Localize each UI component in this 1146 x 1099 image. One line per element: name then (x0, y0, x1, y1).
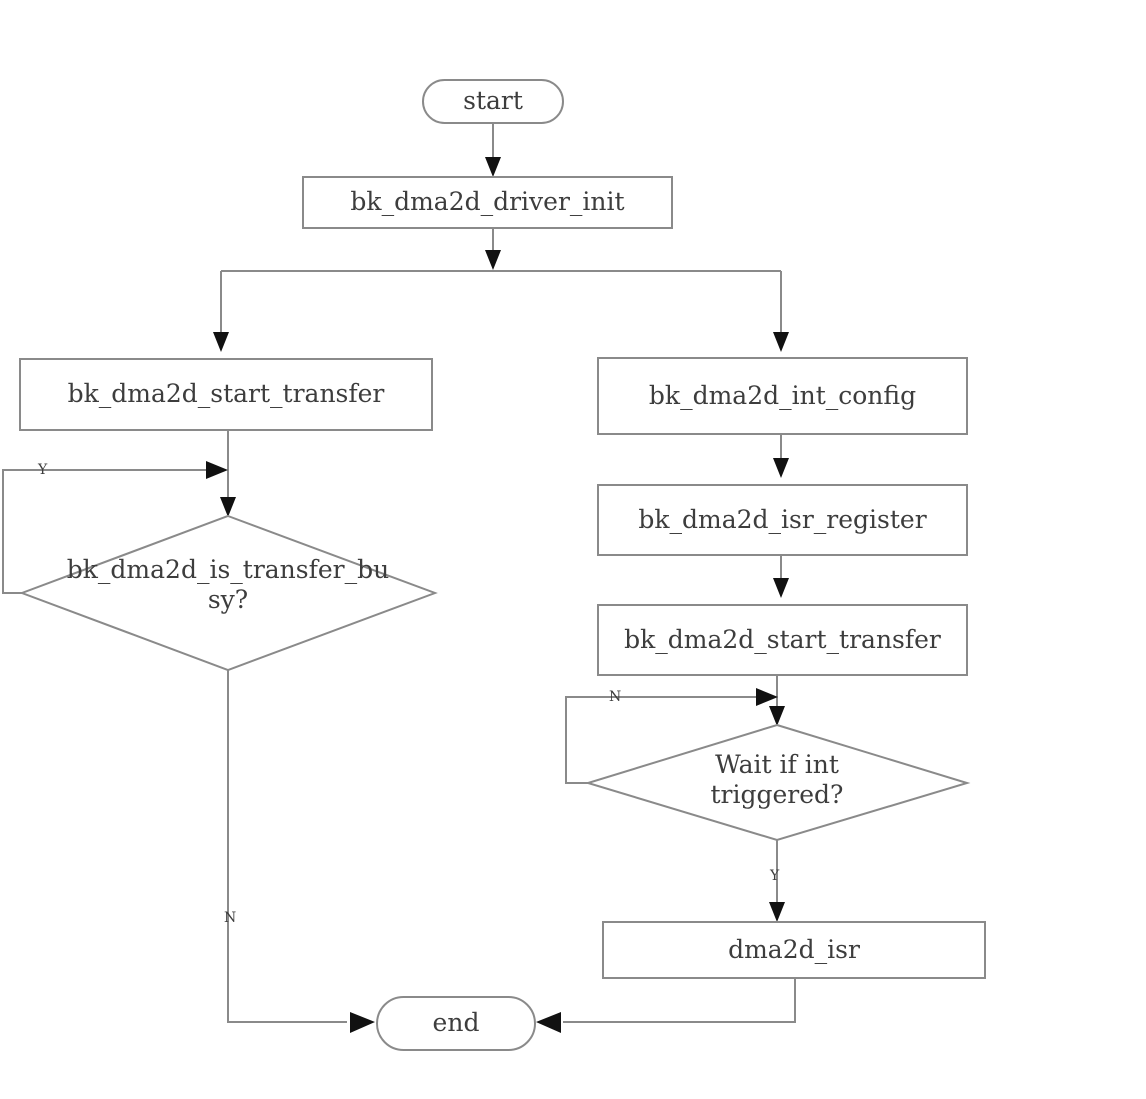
arrowhead-busy-yes-loop (206, 461, 228, 479)
edge-label-busy-yes: Y (38, 462, 48, 478)
node-dma2d-isr[interactable] (602, 921, 986, 979)
arrowhead-end-left (350, 1012, 375, 1033)
arrowhead-wait-no-loop (756, 688, 778, 706)
node-int-config[interactable] (597, 357, 968, 435)
edge-label-busy-no: N (224, 910, 237, 926)
node-isr-register[interactable] (597, 484, 968, 556)
edge-isr-to-end (563, 978, 796, 1023)
arrowhead-fork (485, 250, 501, 270)
node-start[interactable] (422, 79, 564, 124)
arrowhead-end-right (536, 1012, 561, 1033)
node-driver-init[interactable] (302, 176, 673, 229)
arrowhead-start-transfer-right (773, 578, 789, 598)
arrowhead-driver-init (485, 157, 501, 177)
edge-busy-no-to-end (227, 670, 347, 1023)
arrowhead-busy-decision (220, 497, 236, 517)
arrowhead-start-transfer-left (213, 332, 229, 352)
arrowhead-int-config (773, 332, 789, 352)
node-start-transfer-left[interactable] (19, 358, 433, 431)
edge-label-wait-no: N (609, 689, 622, 705)
node-end[interactable] (376, 996, 536, 1051)
node-wait-if-int[interactable] (584, 723, 971, 842)
edge-label-wait-yes: Y (770, 868, 780, 884)
node-is-transfer-busy[interactable] (19, 514, 438, 672)
arrowhead-wait-decision (769, 706, 785, 726)
arrowhead-isr-register (773, 458, 789, 478)
arrowhead-dma2d-isr (769, 902, 785, 922)
edge-wait-no-loop (565, 696, 760, 784)
node-start-transfer-right[interactable] (597, 604, 968, 676)
edge-busy-yes-loop (2, 469, 210, 594)
